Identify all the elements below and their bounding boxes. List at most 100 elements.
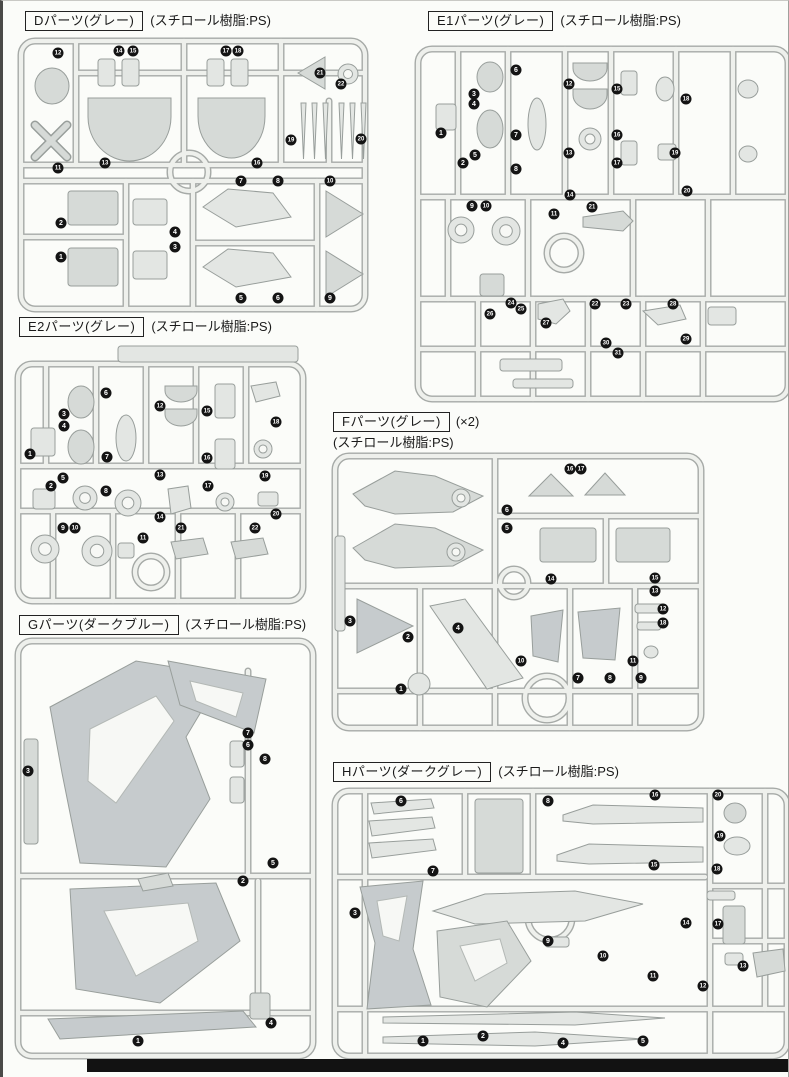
molded-part-hole — [343, 69, 353, 79]
molded-part — [707, 306, 737, 326]
svg-text:3: 3 — [353, 910, 357, 917]
part-marker-H-8: 8 — [542, 795, 554, 807]
svg-text:15: 15 — [651, 863, 658, 869]
svg-text:6: 6 — [514, 67, 518, 74]
molded-part — [164, 408, 198, 427]
svg-text:5: 5 — [271, 860, 275, 867]
part-marker-E1-6: 6 — [510, 64, 522, 76]
svg-text:19: 19 — [288, 138, 295, 144]
svg-text:10: 10 — [600, 954, 607, 960]
molded-part-hole — [79, 492, 91, 504]
section-label-e1: E1パーツ(グレー)(スチロール樹脂:PS) — [428, 11, 681, 31]
svg-text:6: 6 — [276, 295, 280, 302]
svg-text:2: 2 — [241, 878, 245, 885]
part-marker-D-10: 10 — [324, 175, 336, 187]
svg-text:30: 30 — [603, 341, 610, 347]
molded-part — [706, 890, 736, 901]
molded-part — [407, 672, 431, 696]
part-marker-H-10: 10 — [597, 950, 609, 962]
part-marker-D-6: 6 — [272, 292, 284, 304]
part-marker-E1-24: 24 — [505, 297, 517, 309]
molded-part — [724, 952, 744, 966]
part-marker-F-7: 7 — [572, 672, 584, 684]
molded-part — [376, 895, 408, 942]
svg-text:21: 21 — [317, 71, 324, 77]
part-marker-F-9: 9 — [635, 672, 647, 684]
molded-parts — [334, 470, 671, 696]
svg-text:11: 11 — [650, 974, 657, 980]
part-marker-E2-20: 20 — [270, 508, 282, 520]
svg-text:21: 21 — [178, 526, 185, 532]
svg-text:14: 14 — [157, 515, 164, 521]
part-marker-H-18: 18 — [711, 863, 723, 875]
svg-text:6: 6 — [246, 742, 250, 749]
part-marker-D-12: 12 — [52, 47, 64, 59]
svg-text:3: 3 — [472, 91, 476, 98]
part-marker-D-4: 4 — [169, 226, 181, 238]
molded-part — [474, 798, 524, 874]
molded-part — [230, 537, 269, 560]
part-marker-G-8: 8 — [259, 753, 271, 765]
part-marker-E2-13: 13 — [154, 469, 166, 481]
part-marker-H-20: 20 — [712, 789, 724, 801]
svg-text:9: 9 — [328, 295, 332, 302]
molded-part — [539, 527, 597, 563]
part-marker-G-3: 3 — [22, 765, 34, 777]
svg-text:18: 18 — [273, 420, 280, 426]
molded-part — [202, 248, 292, 288]
molded-part — [723, 802, 747, 824]
molded-part — [132, 198, 168, 226]
svg-text:20: 20 — [715, 793, 722, 799]
molded-part — [23, 738, 39, 845]
part-marker-H-12: 12 — [697, 980, 709, 992]
part-marker-D-1: 1 — [55, 251, 67, 263]
part-marker-F-1: 1 — [395, 683, 407, 695]
part-name-box-h: Hパーツ(ダークグレー) — [333, 762, 492, 782]
molded-part — [636, 621, 662, 631]
svg-text:13: 13 — [652, 589, 659, 595]
molded-part — [582, 210, 634, 232]
molded-part — [202, 188, 292, 228]
molded-part — [97, 58, 116, 87]
svg-text:4: 4 — [62, 423, 66, 430]
part-marker-G-5: 5 — [267, 857, 279, 869]
svg-text:2: 2 — [49, 483, 53, 490]
molded-part — [431, 890, 644, 925]
part-marker-E1-7: 7 — [510, 129, 522, 141]
molded-part — [32, 488, 56, 510]
svg-text:19: 19 — [262, 474, 269, 480]
svg-text:7: 7 — [246, 730, 250, 737]
svg-text:3: 3 — [173, 244, 177, 251]
molded-part-hole — [258, 444, 268, 454]
part-marker-H-14: 14 — [680, 917, 692, 929]
molded-part — [257, 491, 279, 507]
part-marker-E1-17: 17 — [611, 157, 623, 169]
svg-text:21: 21 — [589, 205, 596, 211]
molded-part-hole — [89, 543, 105, 559]
svg-text:22: 22 — [338, 82, 345, 88]
molded-part — [620, 70, 638, 96]
molded-part — [382, 1031, 644, 1047]
part-marker-F-10: 10 — [515, 655, 527, 667]
section-label-e2: E2パーツ(グレー)(スチロール樹脂:PS) — [19, 317, 272, 337]
molded-part — [30, 427, 56, 457]
svg-text:20: 20 — [358, 137, 365, 143]
molded-part — [322, 102, 329, 160]
molded-part — [356, 598, 415, 654]
part-marker-F-18: 18 — [657, 617, 669, 629]
molded-part — [67, 429, 95, 465]
molded-part — [499, 358, 563, 372]
part-marker-E1-10: 10 — [480, 200, 492, 212]
molded-part-hole — [121, 496, 135, 510]
part-marker-E2-11: 11 — [137, 532, 149, 544]
svg-text:3: 3 — [26, 768, 30, 775]
molded-part — [67, 247, 119, 287]
molded-part — [370, 798, 435, 815]
svg-text:11: 11 — [630, 659, 637, 665]
svg-text:18: 18 — [683, 97, 690, 103]
